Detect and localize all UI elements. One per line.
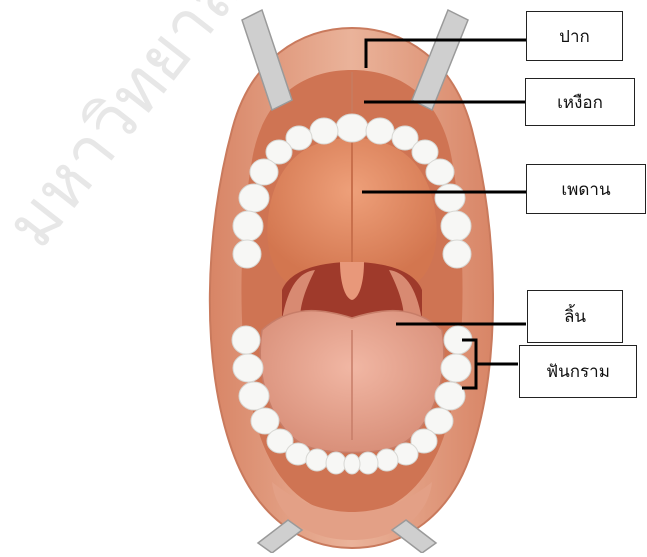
tongue-label: ลิ้น — [527, 290, 623, 343]
tongue-label-text: ลิ้น — [564, 303, 586, 330]
gum-label: เหงือก — [525, 78, 635, 126]
mouth-label-text: ปาก — [559, 23, 590, 50]
molars-label: ฟันกราม — [519, 345, 637, 398]
palate-label: เพดาน — [526, 164, 646, 214]
mouth-label: ปาก — [526, 11, 623, 61]
molars-label-text: ฟันกราม — [546, 358, 610, 385]
gum-label-text: เหงือก — [557, 89, 603, 116]
palate-label-text: เพดาน — [561, 176, 610, 203]
